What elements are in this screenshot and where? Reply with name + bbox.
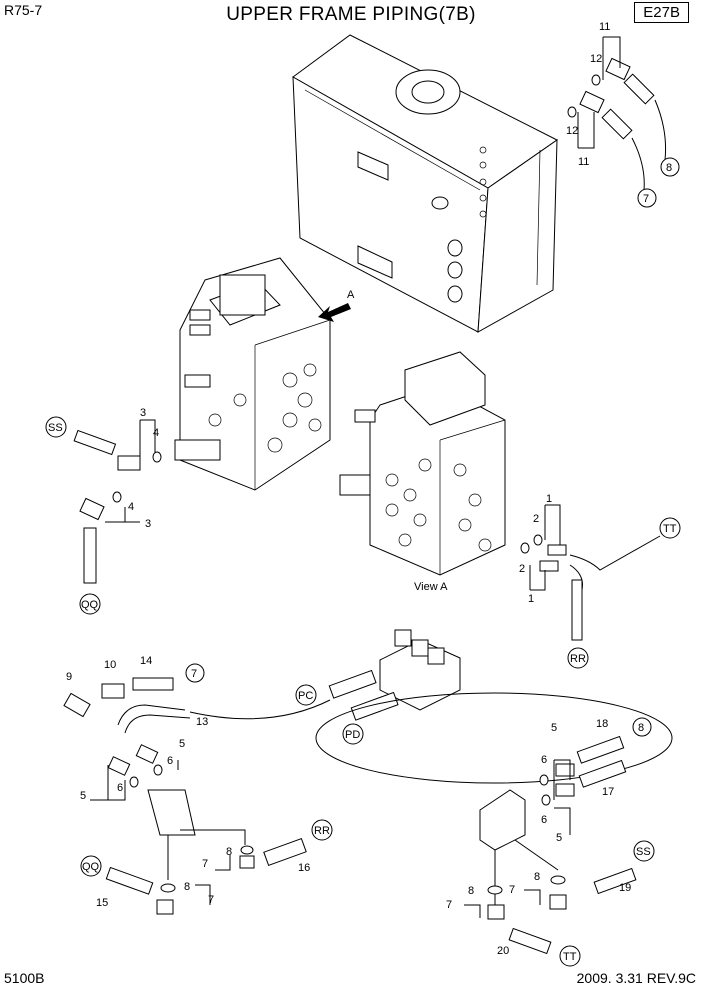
part-number: 5 — [179, 738, 185, 750]
svg-text:TT: TT — [563, 951, 577, 963]
svg-text:SS: SS — [636, 846, 651, 858]
tank-fittings — [567, 36, 666, 191]
svg-text:7: 7 — [191, 668, 197, 680]
svg-text:SS: SS — [48, 422, 63, 434]
circle-label-8-top: 8 — [660, 157, 680, 177]
model-label: R75-7 — [4, 2, 43, 18]
part-number: 2 — [519, 563, 525, 575]
svg-text:QQ: QQ — [81, 599, 99, 611]
part-numbers: 11 12 12 11 3 4 4 3 1 2 2 1 9 10 14 13 5… — [66, 21, 631, 957]
main-control-valve-left — [174, 257, 331, 491]
part-number: 8 — [226, 846, 232, 858]
part-number: 5 — [551, 722, 557, 734]
bottom-right-fitting-group — [464, 735, 637, 955]
circle-label-qq-bottom: QQ — [80, 855, 102, 877]
svg-text:QQ: QQ — [82, 861, 100, 873]
right-valve-fittings — [520, 504, 661, 641]
circle-label-tt-bottom: TT — [559, 945, 581, 967]
svg-text:PC: PC — [298, 690, 313, 702]
part-number: 1 — [528, 593, 534, 605]
part-number: 5 — [556, 832, 562, 844]
part-number: 9 — [66, 671, 72, 683]
part-number: 19 — [619, 882, 631, 894]
hydraulic-tank — [292, 34, 558, 333]
circle-label-ss-bottom: SS — [633, 840, 655, 862]
svg-text:8: 8 — [638, 722, 644, 734]
view-a-caption: View A — [414, 581, 448, 593]
circle-label-8-bottom: 8 — [632, 717, 652, 737]
part-number: 12 — [566, 125, 578, 137]
solenoid-block — [315, 629, 673, 784]
part-number: 16 — [298, 862, 310, 874]
part-number: 8 — [184, 881, 190, 893]
circle-label-rr-bottom: RR — [311, 819, 333, 841]
view-arrow-label: A — [347, 289, 355, 301]
part-number: 5 — [80, 790, 86, 802]
view-a-arrow — [318, 303, 351, 322]
part-number: 7 — [208, 894, 214, 906]
circle-label-tt: TT — [659, 517, 681, 539]
page-code: 5100B — [4, 970, 45, 986]
part-number: 7 — [509, 884, 515, 896]
svg-text:PD: PD — [345, 729, 360, 741]
part-number: 7 — [446, 899, 452, 911]
part-number: 13 — [196, 716, 208, 728]
circle-label-7-top: 7 — [637, 188, 657, 208]
part-number: 20 — [497, 945, 509, 957]
revision-date: 2009. 3.31 REV.9C — [576, 970, 696, 986]
circle-label-ss: SS — [45, 416, 67, 438]
part-number: 6 — [541, 814, 547, 826]
part-number: 2 — [533, 513, 539, 525]
part-number: 1 — [546, 493, 552, 505]
part-number: 18 — [596, 718, 608, 730]
svg-text:RR: RR — [314, 825, 330, 837]
part-number: 15 — [96, 897, 108, 909]
reference-code-box: E27B — [634, 2, 689, 23]
part-number: 6 — [167, 755, 173, 767]
circle-label-pd: PD — [342, 723, 364, 745]
left-valve-fittings — [73, 419, 162, 584]
svg-text:7: 7 — [643, 193, 649, 205]
circle-label-qq: QQ — [79, 593, 101, 615]
part-number: 11 — [599, 21, 610, 33]
part-number: 17 — [602, 786, 614, 798]
circle-label-7-bottom: 7 — [185, 663, 205, 683]
part-number: 8 — [468, 885, 474, 897]
circle-label-pc: PC — [295, 684, 317, 706]
part-number: 12 — [590, 53, 602, 65]
part-number: 11 — [578, 156, 589, 168]
main-control-valve-view-a — [339, 351, 506, 576]
part-number: 10 — [104, 659, 116, 671]
svg-text:TT: TT — [663, 523, 677, 535]
part-number: 6 — [541, 754, 547, 766]
pilot-line-group — [63, 677, 331, 915]
part-number: 6 — [117, 782, 123, 794]
part-number: 3 — [140, 407, 146, 419]
part-number: 4 — [153, 427, 159, 439]
part-number: 7 — [202, 858, 208, 870]
part-number: 8 — [534, 871, 540, 883]
part-number: 4 — [128, 501, 134, 513]
part-number: 14 — [140, 655, 152, 667]
svg-text:RR: RR — [570, 653, 586, 665]
part-number: 3 — [145, 518, 151, 530]
page-title: UPPER FRAME PIPING(7B) — [226, 4, 476, 25]
circle-label-rr: RR — [567, 647, 589, 669]
svg-text:8: 8 — [666, 162, 672, 174]
